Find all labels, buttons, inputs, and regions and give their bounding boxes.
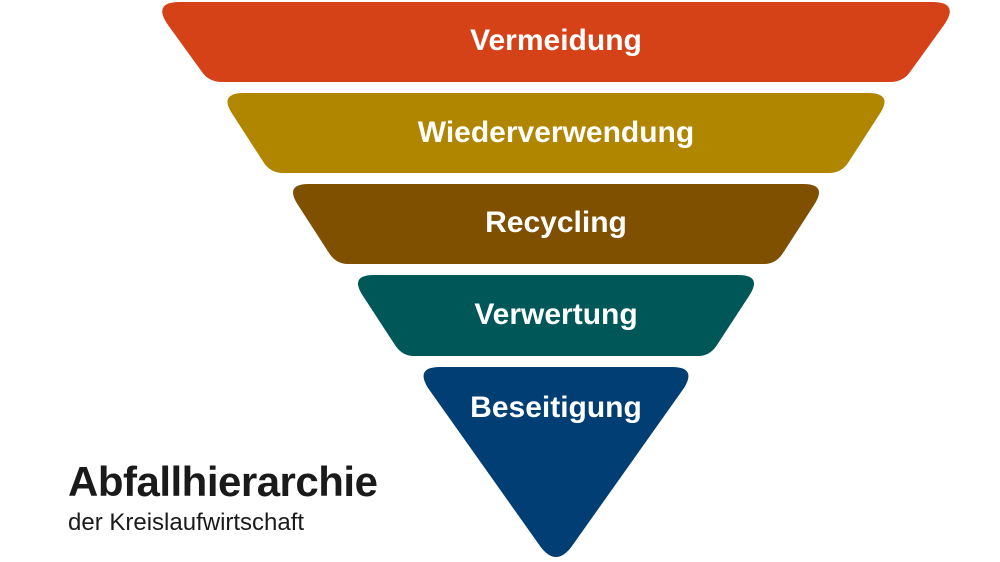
caption: Abfallhierarchie der Kreislaufwirtschaft xyxy=(68,456,378,538)
tier-shape xyxy=(227,93,885,173)
tier-label: Verwertung xyxy=(474,298,637,331)
tier-shape xyxy=(292,184,820,264)
tier-shape xyxy=(162,2,950,82)
tier-label: Beseitigung xyxy=(470,391,642,424)
tier-beseitigung: Beseitigung xyxy=(423,367,689,557)
caption-subtitle: der Kreislaufwirtschaft xyxy=(68,509,305,536)
tier-recycling: Recycling xyxy=(292,184,820,264)
caption-title: Abfallhierarchie xyxy=(68,458,378,505)
tier-shape xyxy=(357,275,755,356)
tier-shape xyxy=(423,367,689,557)
tier-verwertung: Verwertung xyxy=(357,275,755,356)
tier-wiederverwendung: Wiederverwendung xyxy=(227,93,885,173)
tier-label: Recycling xyxy=(485,206,627,239)
tier-label: Vermeidung xyxy=(470,24,642,57)
tier-label: Wiederverwendung xyxy=(418,116,694,149)
tier-vermeidung: Vermeidung xyxy=(162,2,950,82)
